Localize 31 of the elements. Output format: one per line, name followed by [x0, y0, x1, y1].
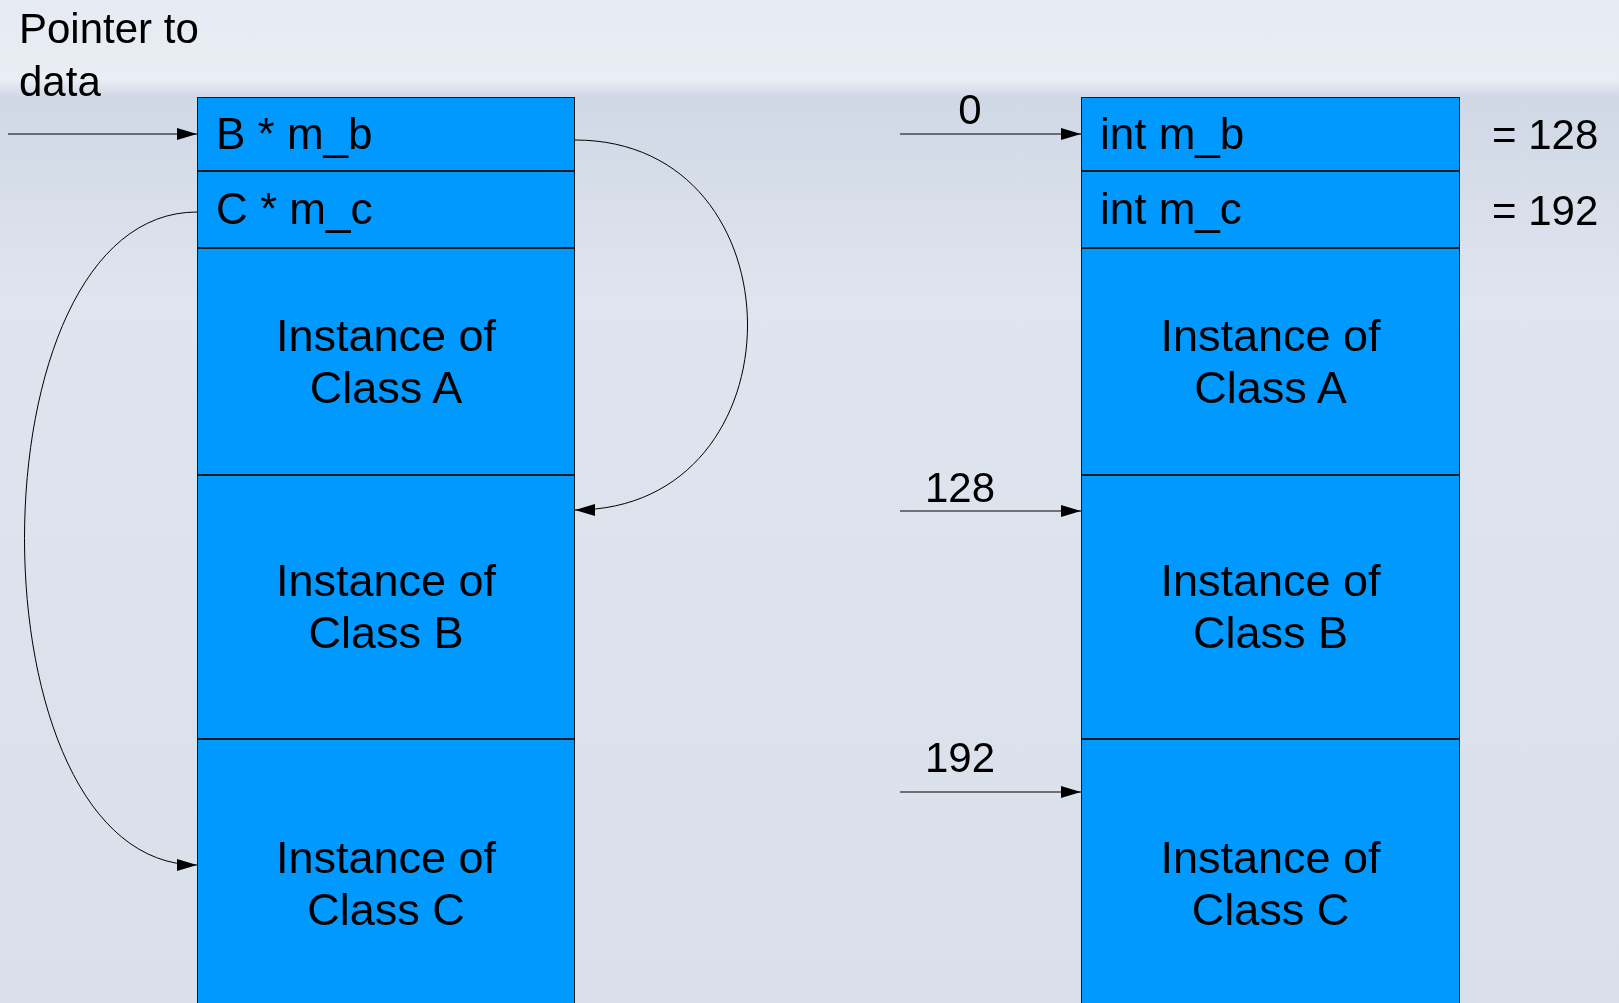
field-label: C * m_c	[216, 184, 373, 235]
block-label: Instance of Class A	[274, 309, 498, 414]
instance-block	[197, 739, 575, 1003]
instance-block	[1081, 248, 1460, 475]
block-label: Instance of Class C	[274, 832, 498, 936]
field-row	[1081, 171, 1460, 248]
arrow	[574, 139, 748, 514]
field-label: B * m_b	[216, 108, 373, 160]
field-row	[197, 171, 575, 248]
block-label: Instance of Class A	[1159, 309, 1382, 414]
field-row	[1081, 97, 1460, 171]
value-label: = 192	[1492, 186, 1599, 236]
field-row	[197, 97, 575, 171]
arrow	[899, 505, 1082, 517]
arrow	[7, 128, 198, 140]
arrow	[899, 128, 1082, 140]
instance-block	[1081, 475, 1460, 739]
edge-label: 128	[924, 463, 996, 513]
edge-label: 0	[958, 85, 982, 135]
edge-label: 192	[924, 733, 996, 783]
block-label: Instance of Class C	[1159, 832, 1382, 936]
pointer-label: Pointer to data	[19, 4, 199, 107]
instance-block	[197, 248, 575, 475]
field-label: int m_c	[1100, 184, 1242, 235]
arrow	[899, 786, 1082, 798]
value-label: = 128	[1492, 110, 1599, 160]
instance-block	[197, 475, 575, 739]
block-label: Instance of Class B	[274, 555, 498, 659]
field-label: int m_b	[1100, 108, 1245, 160]
instance-block	[1081, 739, 1460, 1003]
block-label: Instance of Class B	[1159, 555, 1382, 659]
